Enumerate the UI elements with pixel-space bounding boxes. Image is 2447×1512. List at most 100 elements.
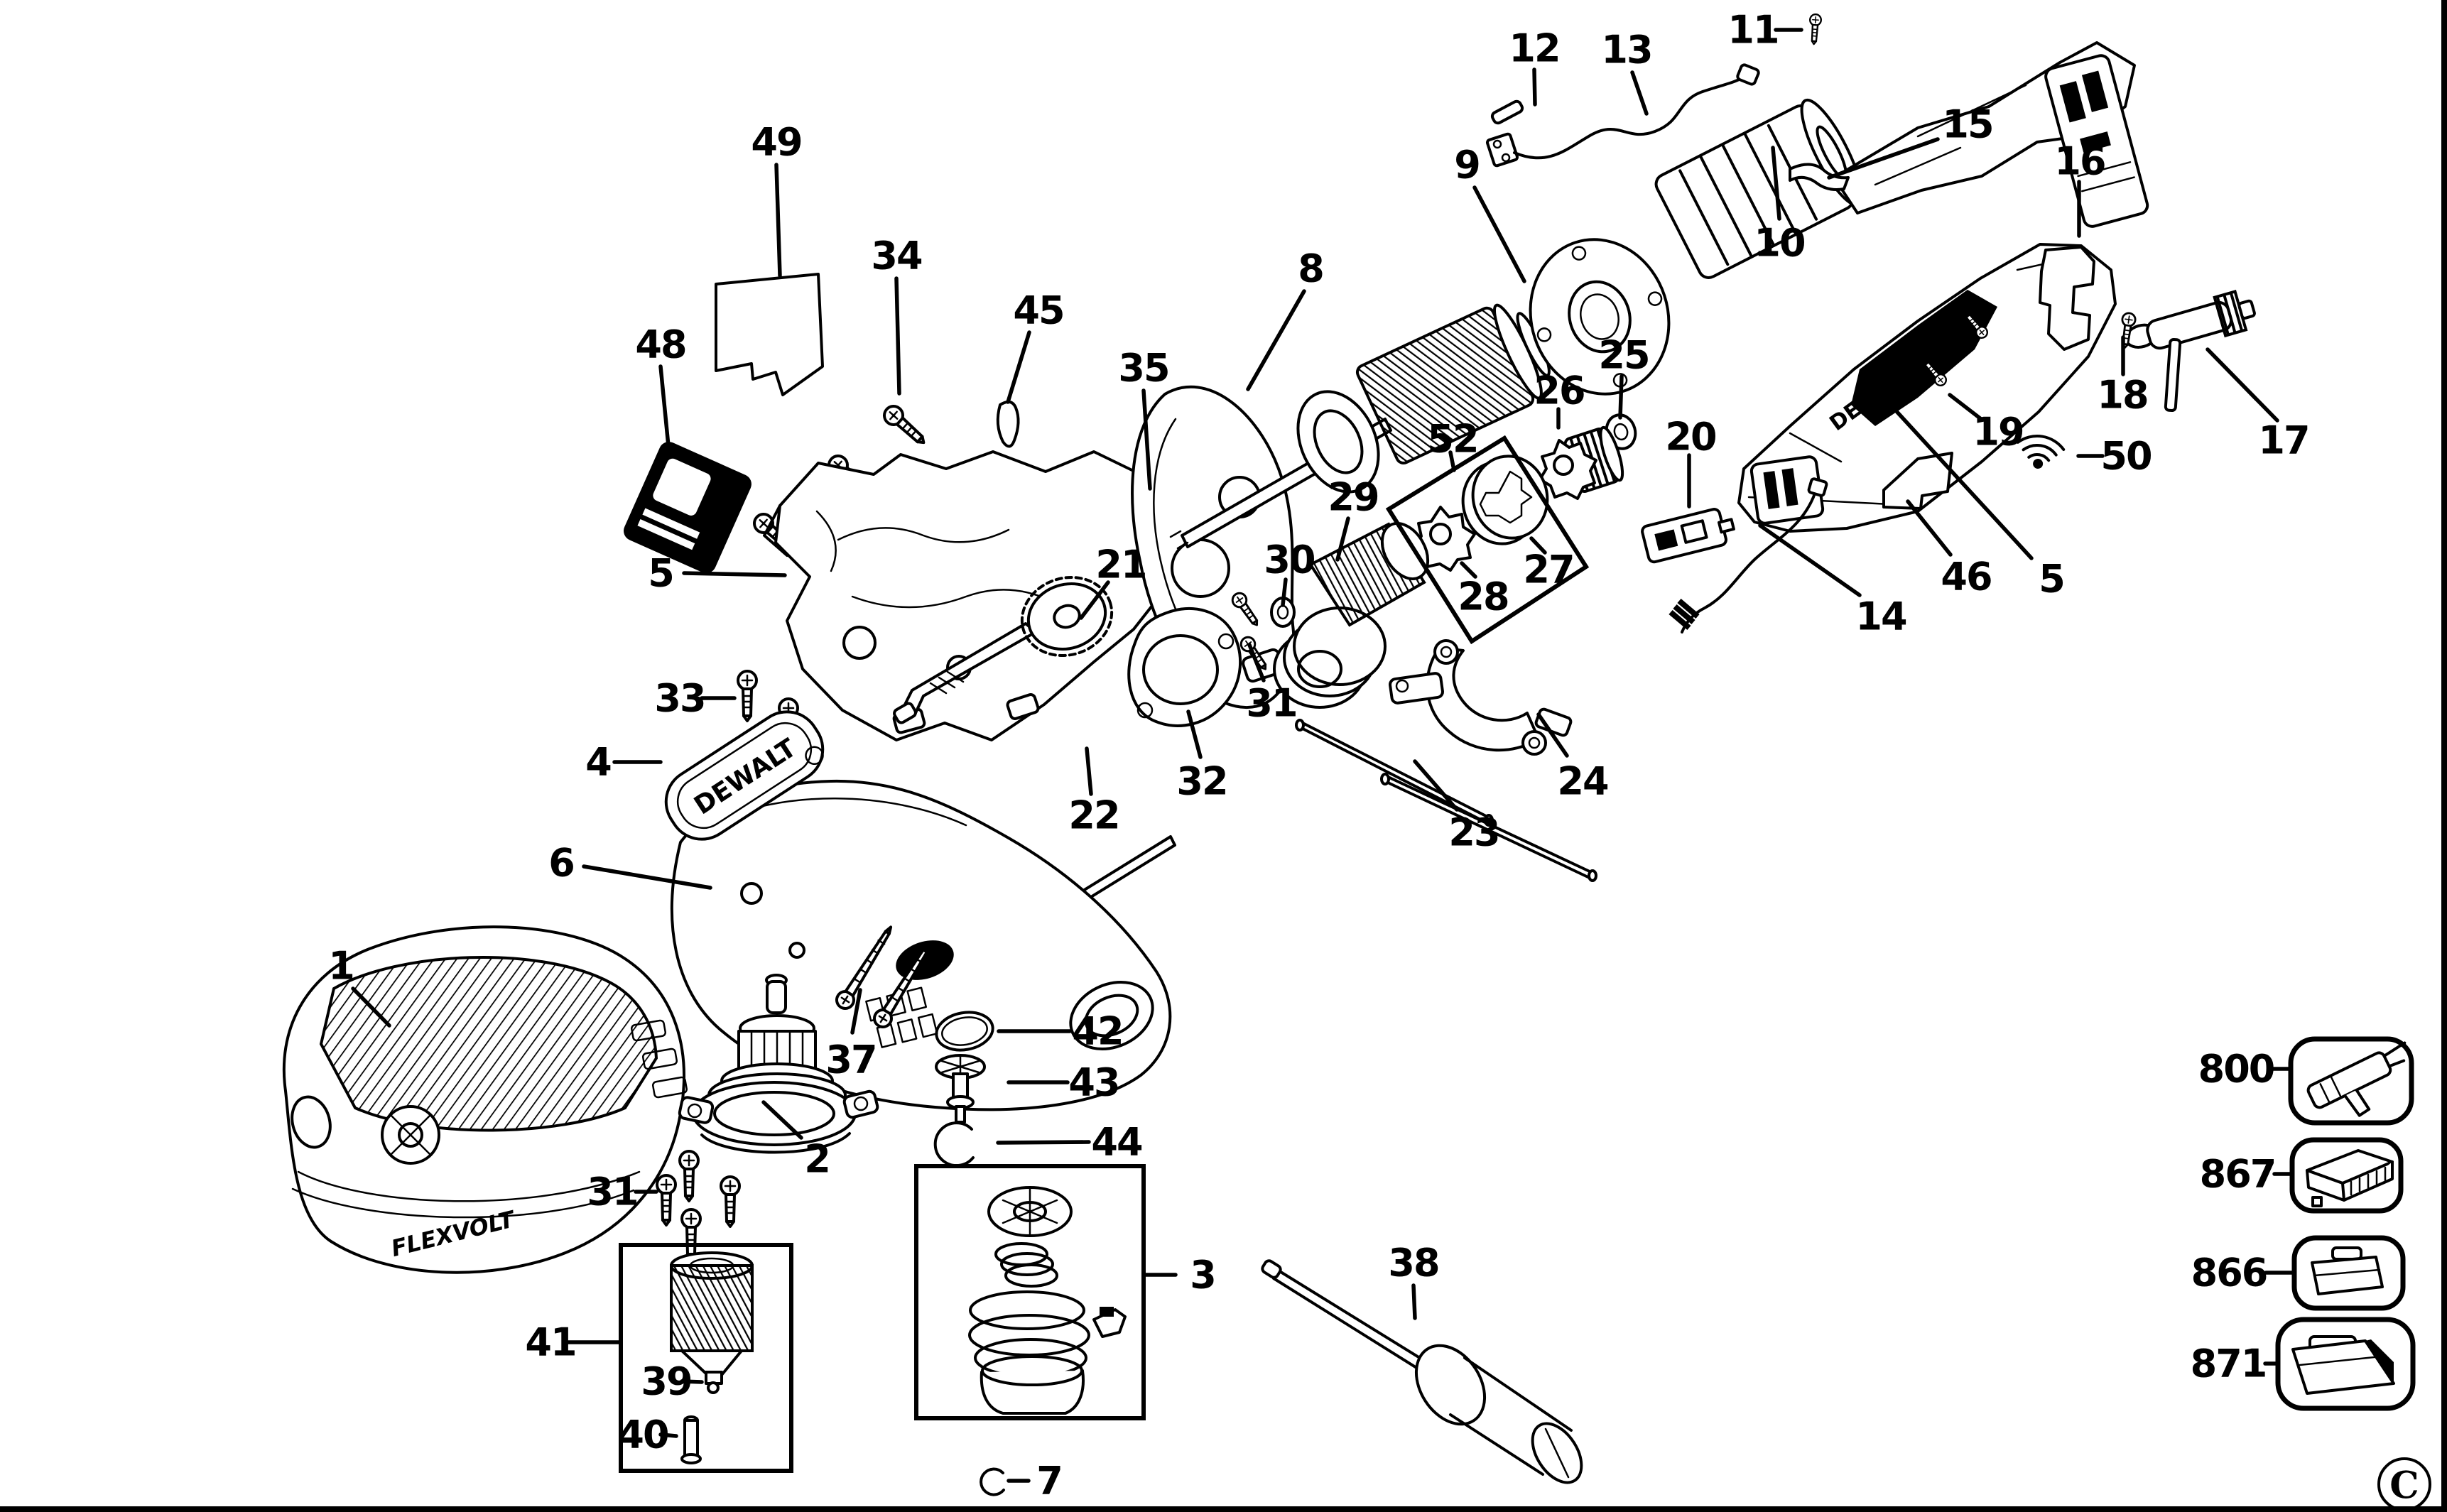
accessory-label-866: 866 xyxy=(2191,1251,2267,1295)
wire-14-art xyxy=(1669,477,1828,633)
leader-line-14 xyxy=(1758,523,1862,597)
circlip-7-art xyxy=(980,1467,1005,1496)
part-label-14: 14 xyxy=(1855,594,1906,639)
brush-kit-box xyxy=(914,1164,1146,1420)
part-label-31: 31 xyxy=(1246,681,1296,726)
leader-line-2 xyxy=(761,1100,803,1140)
part-label-2: 2 xyxy=(804,1137,830,1182)
circlip-44-art xyxy=(933,1121,975,1168)
leader-line-19 xyxy=(1948,393,1983,421)
part-label-40: 40 xyxy=(617,1413,668,1457)
part-45-art xyxy=(996,400,1020,448)
leader-line-45 xyxy=(1006,330,1031,404)
copyright-mark: C xyxy=(2377,1457,2431,1511)
leader-line-31 xyxy=(1247,643,1266,682)
motor-armature-8-art xyxy=(1169,303,1556,550)
part-label-23: 23 xyxy=(1448,810,1499,855)
oring-42-art xyxy=(935,1011,994,1052)
clutch-29-art xyxy=(1273,522,1430,709)
part-label-32: 32 xyxy=(1176,759,1227,804)
leader-line-25 xyxy=(1618,374,1624,420)
part-label-45: 45 xyxy=(1013,288,1063,333)
motor-10-art xyxy=(1654,41,2149,279)
part-label-24: 24 xyxy=(1557,759,1608,804)
part-label-42: 42 xyxy=(1072,1009,1122,1054)
leader-line-30 xyxy=(1281,577,1288,607)
leader-line-23 xyxy=(1413,759,1459,812)
leader-line-5 xyxy=(682,571,787,577)
part-label-46: 46 xyxy=(1941,555,1991,599)
part-label-12: 12 xyxy=(1509,26,1559,71)
part-label-6: 6 xyxy=(548,841,574,886)
leader-line-37 xyxy=(850,988,862,1035)
spanner-17-art xyxy=(2125,290,2256,413)
copyright-symbol: C xyxy=(2389,1464,2419,1508)
part-label-27: 27 xyxy=(1523,548,1573,592)
belt-hook-16-art xyxy=(2039,246,2095,351)
part-label-49: 49 xyxy=(751,120,801,165)
part-label-22: 22 xyxy=(1068,793,1119,838)
leader-line-5 xyxy=(1884,398,2034,560)
page-border-right xyxy=(2441,0,2447,1512)
part-label-16: 16 xyxy=(2054,139,2105,184)
leader-line-29 xyxy=(1335,516,1350,562)
leader-line-35 xyxy=(1141,388,1152,491)
part-label-20: 20 xyxy=(1665,415,1715,459)
leader-line-15 xyxy=(1827,137,1940,180)
leader-line-8 xyxy=(1246,289,1306,391)
leader-line-10 xyxy=(1771,146,1781,221)
part-label-38: 38 xyxy=(1388,1241,1438,1285)
leader-line-46 xyxy=(1906,499,1953,557)
part-label-25: 25 xyxy=(1598,333,1649,378)
group-boxes xyxy=(619,435,1590,1473)
leader-line-48 xyxy=(658,364,671,448)
part-label-4: 4 xyxy=(585,740,611,785)
part-label-30: 30 xyxy=(1264,538,1314,582)
tooltag-50-icon xyxy=(2016,435,2066,469)
screw-2a-art xyxy=(678,1150,700,1202)
leader-line-49 xyxy=(774,163,782,278)
spider-gear-28-art xyxy=(1413,506,1476,572)
sticker-46-art xyxy=(1882,452,1953,510)
leader-line-9 xyxy=(1472,185,1526,283)
switch-20-art xyxy=(1641,508,1735,564)
leader-line-34 xyxy=(894,276,901,396)
accessory-label-871: 871 xyxy=(2191,1342,2267,1386)
accessory-800-art xyxy=(2306,1041,2407,1117)
accessory-box-800 xyxy=(2288,1036,2414,1126)
part-label-1: 1 xyxy=(328,944,354,989)
leader-line-32 xyxy=(1186,709,1203,759)
accessory-871-art xyxy=(2291,1335,2395,1395)
gasket-32-art xyxy=(1127,607,1242,727)
screw-31c-art xyxy=(656,1174,677,1227)
part-label-28: 28 xyxy=(1458,575,1508,619)
gear-26-art xyxy=(1539,425,1624,500)
rods-23-art xyxy=(1295,719,1597,882)
leader-line-39 xyxy=(680,1379,704,1384)
accessory-box-867 xyxy=(2289,1137,2404,1214)
housing-1-art: FLEXVOLT xyxy=(282,925,688,1274)
screw-11-art xyxy=(1807,13,1823,45)
baffle-9-art xyxy=(1529,238,1671,396)
part-label-48: 48 xyxy=(635,322,685,367)
accessory-label-867: 867 xyxy=(2200,1152,2276,1197)
sticker-49-art xyxy=(715,273,824,396)
armature-kit-41-art xyxy=(670,1251,754,1464)
part-label-5: 5 xyxy=(2039,557,2064,602)
part-label-44: 44 xyxy=(1091,1120,1142,1165)
part-15-art xyxy=(1789,163,1850,191)
part-label-34: 34 xyxy=(871,234,922,278)
accessory-866-art xyxy=(2311,1246,2384,1295)
part-label-17: 17 xyxy=(2258,418,2308,463)
part-label-35: 35 xyxy=(1118,346,1168,391)
part-label-52: 52 xyxy=(1427,417,1477,462)
button-43-art xyxy=(935,1054,986,1124)
part-label-37: 37 xyxy=(825,1038,876,1082)
part-label-31: 31 xyxy=(587,1170,637,1214)
housing-5-right-art: DEWALT xyxy=(1737,243,2117,533)
armature-kit-box xyxy=(619,1243,793,1473)
leader-line-1 xyxy=(351,986,391,1028)
